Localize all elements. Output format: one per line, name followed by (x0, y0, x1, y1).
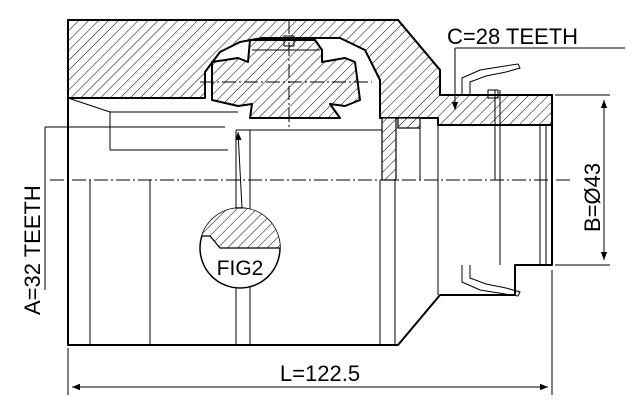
fig2-label: FIG2 (217, 257, 264, 280)
clip-ring (461, 63, 521, 99)
length-annotation: L=122.5 (67, 270, 553, 395)
lower-seal (461, 265, 521, 297)
inner-spline (381, 90, 547, 265)
b-diameter-label: B=Ø43 (580, 163, 605, 232)
tripod-roller (211, 35, 361, 119)
a-teeth-annotation: A=32 TEETH (20, 126, 225, 315)
housing-section (67, 19, 553, 126)
b-diameter-annotation: B=Ø43 (555, 94, 610, 266)
a-teeth-label: A=32 TEETH (20, 185, 45, 315)
c-teeth-annotation: C=28 TEETH (447, 24, 625, 110)
left-cone (67, 97, 501, 345)
length-label: L=122.5 (280, 361, 360, 386)
fig2-detail: FIG2 (199, 131, 281, 289)
c-teeth-label: C=28 TEETH (447, 24, 578, 49)
